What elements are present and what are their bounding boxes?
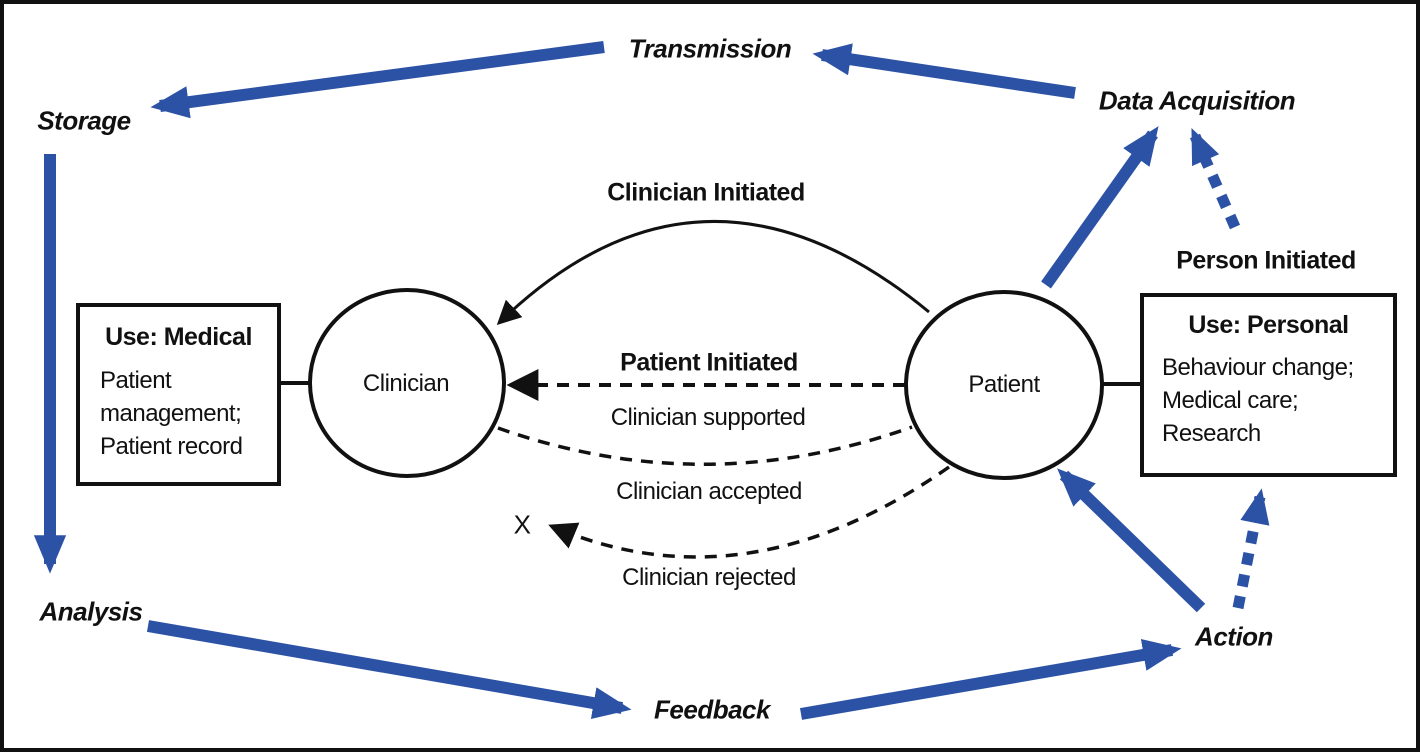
use-personal-line: Research	[1162, 420, 1261, 447]
use-medical-title: Use: Medical	[105, 323, 252, 351]
clinician-accepted-dashed-curve	[497, 425, 913, 466]
use-medical-line: management;	[100, 400, 242, 427]
arrow-person-initiated-to-data-acquisition-dashed	[1189, 127, 1241, 230]
label-person-initiated: Person Initiated	[1176, 246, 1356, 275]
arrow-action-to-patient	[1057, 468, 1206, 613]
label-analysis: Analysis	[39, 596, 143, 627]
arrow-data-acquisition-to-transmission	[812, 43, 1076, 99]
label-feedback: Feedback	[654, 694, 770, 725]
patient-node-label: Patient	[968, 370, 1040, 398]
clinician-initiated-arrow	[496, 220, 930, 325]
use-personal-line: Medical care;	[1162, 387, 1299, 414]
arrow-transmission-to-storage	[150, 41, 605, 119]
clinician-node-label: Clinician	[362, 369, 450, 397]
label-clinician-supported: Clinician supported	[610, 403, 806, 431]
label-data-acquisition: Data Acquisition	[1098, 85, 1296, 116]
arrow-feedback-to-action	[799, 639, 1182, 720]
arrow-patient-to-data-acquisition	[1041, 126, 1159, 289]
label-patient-initiated: Patient Initiated	[620, 348, 798, 377]
use-personal-line: Behaviour change;	[1162, 354, 1354, 381]
use-medical-line: Patient record	[100, 433, 243, 460]
label-clinician-accepted: Clinician accepted	[616, 477, 802, 505]
use-personal-box: Use: Personal Behaviour change; Medical …	[1140, 293, 1397, 477]
use-personal-title: Use: Personal	[1188, 311, 1349, 339]
label-storage: Storage	[37, 105, 131, 136]
label-action: Action	[1195, 621, 1273, 652]
rejected-x-mark: X	[513, 509, 531, 540]
label-clinician-rejected: Clinician rejected	[622, 563, 796, 591]
diagram-canvas	[33, 41, 1270, 720]
label-clinician-initiated: Clinician Initiated	[607, 178, 805, 207]
arrow-action-to-personal-box-dashed	[1232, 488, 1270, 610]
use-medical-box: Use: Medical Patient management; Patient…	[76, 303, 281, 486]
arrow-analysis-to-feedback	[146, 620, 632, 719]
use-medical-line: Patient	[100, 367, 172, 394]
label-transmission: Transmission	[628, 33, 792, 64]
clinician-rejected-dashed-arrow	[548, 465, 951, 559]
